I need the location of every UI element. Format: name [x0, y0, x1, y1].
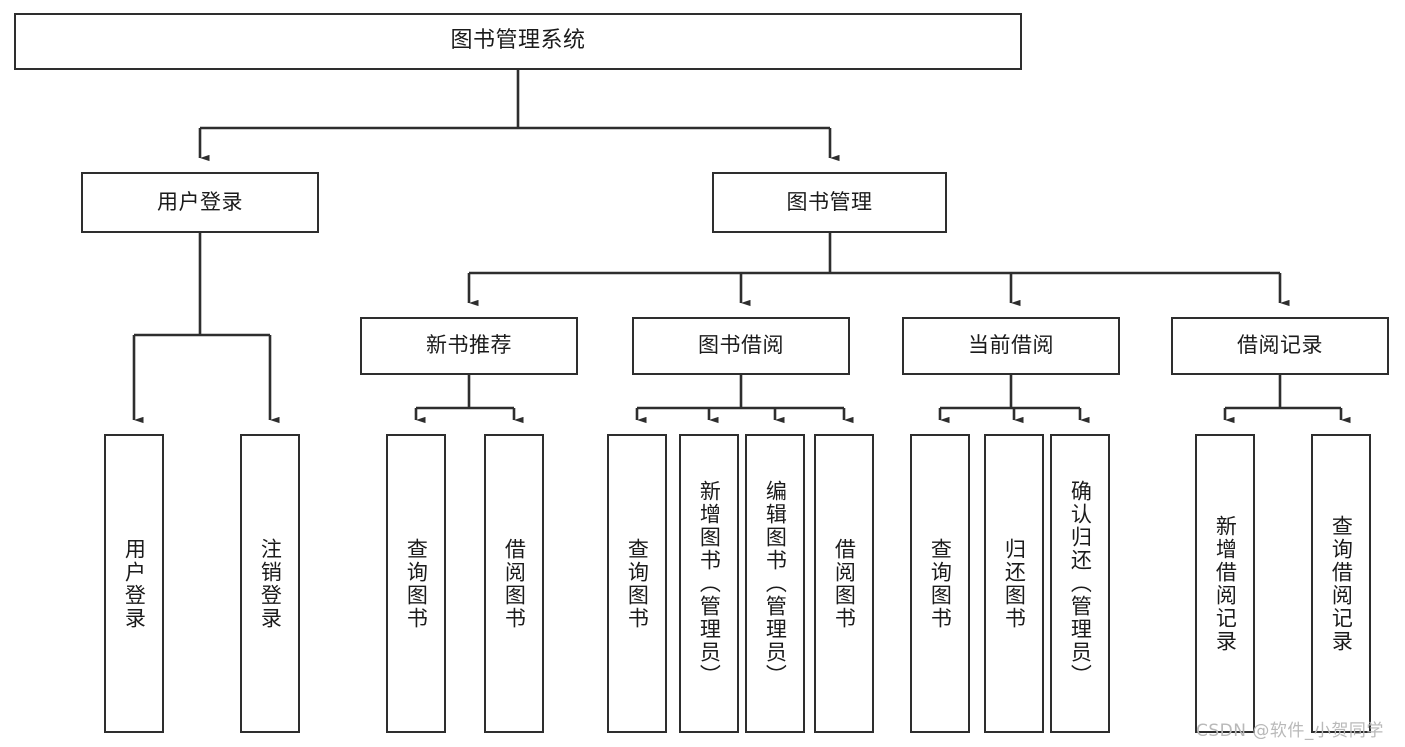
leaf-query-book-2[interactable]: 查询图书	[607, 434, 667, 733]
leaf-query-book-1[interactable]: 查询图书	[386, 434, 446, 733]
node-book-management[interactable]: 图书管理	[712, 172, 947, 233]
node-current-borrow-label: 当前借阅	[968, 333, 1054, 358]
leaf-logout-label: 注销登录	[258, 537, 283, 630]
leaf-add-book[interactable]: 新增图书（管理员）	[679, 434, 739, 733]
leaf-query-book-1-label: 查询图书	[404, 537, 429, 630]
leaf-add-record[interactable]: 新增借阅记录	[1195, 434, 1255, 733]
node-new-book-recommend-label: 新书推荐	[426, 333, 512, 358]
node-root-system-label: 图书管理系统	[450, 28, 586, 54]
leaf-borrow-book-2[interactable]: 借阅图书	[814, 434, 874, 733]
leaf-user-login-label: 用户登录	[122, 537, 147, 630]
leaf-edit-book[interactable]: 编辑图书（管理员）	[745, 434, 805, 733]
leaf-query-book-2-label: 查询图书	[625, 537, 650, 630]
leaf-borrow-book-1[interactable]: 借阅图书	[484, 434, 544, 733]
node-user-login-label: 用户登录	[157, 189, 243, 214]
leaf-confirm-return[interactable]: 确认归还（管理员）	[1050, 434, 1110, 733]
leaf-query-book-3[interactable]: 查询图书	[910, 434, 970, 733]
leaf-query-book-3-label: 查询图书	[928, 537, 953, 630]
node-book-borrow[interactable]: 图书借阅	[632, 317, 850, 375]
leaf-return-book[interactable]: 归还图书	[984, 434, 1044, 733]
node-root-system[interactable]: 图书管理系统	[14, 13, 1022, 70]
node-user-login[interactable]: 用户登录	[81, 172, 319, 233]
leaf-query-record-label: 查询借阅记录	[1329, 514, 1354, 653]
node-new-book-recommend[interactable]: 新书推荐	[360, 317, 578, 375]
node-book-management-label: 图书管理	[786, 189, 873, 214]
node-current-borrow[interactable]: 当前借阅	[902, 317, 1120, 375]
leaf-user-login[interactable]: 用户登录	[104, 434, 164, 733]
leaf-borrow-book-1-label: 借阅图书	[502, 537, 527, 630]
leaf-edit-book-label: 编辑图书（管理员）	[763, 480, 788, 687]
leaf-return-book-label: 归还图书	[1002, 537, 1027, 630]
leaf-logout[interactable]: 注销登录	[240, 434, 300, 733]
leaf-query-record[interactable]: 查询借阅记录	[1311, 434, 1371, 733]
leaf-add-book-label: 新增图书（管理员）	[697, 480, 722, 687]
node-borrow-record-label: 借阅记录	[1237, 333, 1323, 358]
leaf-add-record-label: 新增借阅记录	[1213, 514, 1238, 653]
leaf-confirm-return-label: 确认归还（管理员）	[1068, 480, 1093, 687]
leaf-borrow-book-2-label: 借阅图书	[832, 537, 857, 630]
node-book-borrow-label: 图书借阅	[698, 333, 784, 358]
node-borrow-record[interactable]: 借阅记录	[1171, 317, 1389, 375]
